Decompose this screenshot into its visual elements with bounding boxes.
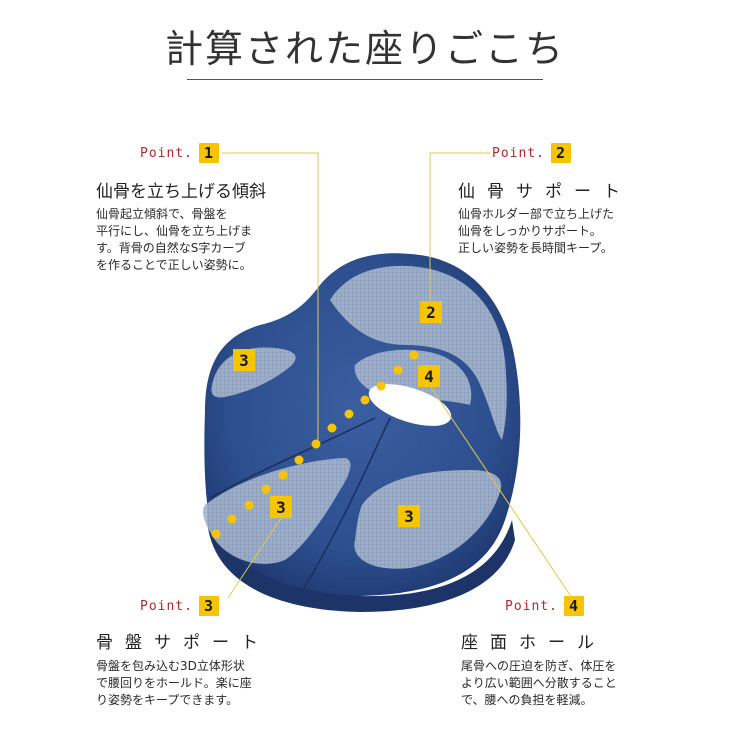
point-label-text: Point. xyxy=(505,598,558,614)
point-3-label: Point. 3 xyxy=(140,596,219,616)
point-2-description: 仙骨ホルダー部で立ち上げた 仙骨をしっかりサポート。 正しい姿勢を長時間キープ。 xyxy=(458,206,638,257)
point-3-heading: 骨盤サポート xyxy=(96,633,270,653)
description-line: す。背骨の自然なS字カーブ xyxy=(96,241,246,255)
spine-curve-dots xyxy=(211,350,419,539)
point-3-description: 骨盤を包み込む3D立体形状 で腰回りをホールド。楽に座 り姿勢をキープできます。 xyxy=(96,658,276,709)
marker-badge-3: 3 xyxy=(398,505,420,527)
marker-badge-2: 2 xyxy=(420,301,442,323)
description-line: 尾骨への圧迫を防ぎ、体圧を xyxy=(461,659,617,673)
description-line: り姿勢をキープできます。 xyxy=(96,693,239,707)
leader-lines xyxy=(222,152,573,599)
title-divider xyxy=(187,79,543,80)
seat-hole xyxy=(368,384,452,426)
page-title: 計算された座りごこち xyxy=(164,27,565,71)
description-line: 骨盤を包み込む3D立体形状 xyxy=(96,659,245,673)
description-line: 仙骨起立傾斜で、骨盤を xyxy=(96,207,228,221)
marker-badge-3: 3 xyxy=(233,349,255,371)
marker-badge-3: 3 xyxy=(270,496,292,518)
point-label-text: Point. xyxy=(492,145,545,161)
point-2-label: Point. 2 xyxy=(492,143,571,163)
pelvic-support-zone-left xyxy=(211,347,296,398)
description-line: より広い範囲へ分散すること xyxy=(461,676,617,690)
description-line: で、腰への負担を軽減。 xyxy=(461,693,593,707)
description-line: 平行にし、仙骨を立ち上げま xyxy=(96,224,253,238)
point-label-text: Point. xyxy=(140,145,193,161)
description-line: 正しい姿勢を長時間キープ。 xyxy=(458,241,613,255)
point-label-text: Point. xyxy=(140,598,193,614)
point-1-heading: 仙骨を立ち上げる傾斜 xyxy=(96,182,266,202)
description-line: を作ることで正しい姿勢に。 xyxy=(96,258,252,272)
description-line: で腰回りをホールド。楽に座 xyxy=(96,676,252,690)
sacrum-support-zone xyxy=(330,265,507,440)
point-number-badge: 1 xyxy=(198,143,219,163)
pelvic-support-zone-front-right xyxy=(354,470,502,569)
point-2-heading: 仙骨サポート xyxy=(458,182,632,202)
point-4-heading: 座面ホール xyxy=(461,633,606,653)
point-number-badge: 3 xyxy=(198,596,219,616)
description-line: 仙骨ホルダー部で立ち上げた xyxy=(458,207,615,221)
marker-badge-4: 4 xyxy=(418,365,440,387)
description-line: 仙骨をしっかりサポート。 xyxy=(458,224,602,238)
point-4-description: 尾骨への圧迫を防ぎ、体圧を より広い範囲へ分散すること で、腰への負担を軽減。 xyxy=(461,658,641,709)
point-1-label: Point. 1 xyxy=(140,143,219,163)
point-number-badge: 2 xyxy=(550,143,571,163)
point-4-label: Point. 4 xyxy=(505,596,584,616)
point-number-badge: 4 xyxy=(563,596,584,616)
point-1-description: 仙骨起立傾斜で、骨盤を 平行にし、仙骨を立ち上げま す。背骨の自然なS字カーブ … xyxy=(96,206,276,274)
